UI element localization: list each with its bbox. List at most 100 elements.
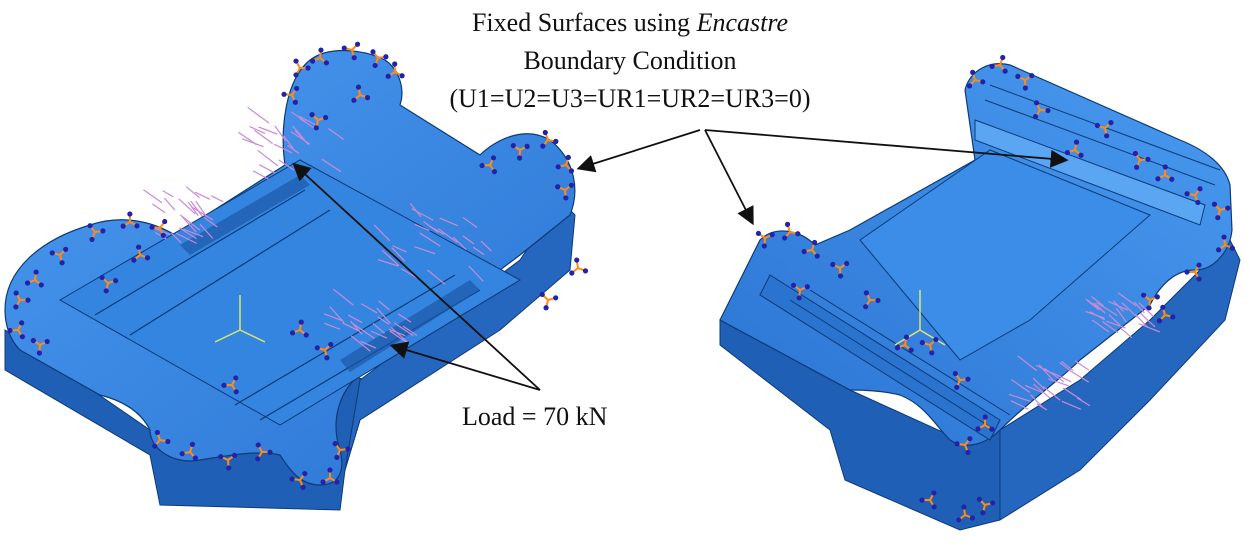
load-arrow-icon [462, 235, 475, 245]
load-arrow-icon [472, 246, 485, 256]
load-arrow-icon [249, 125, 266, 134]
load-arrow-icon [1011, 379, 1031, 394]
leader-load-lower [389, 341, 541, 391]
encastre-constraint-icon [919, 336, 939, 356]
load-arrow-icon [170, 232, 182, 244]
load-arrow-icon [372, 322, 385, 334]
load-arrow-icon [1048, 378, 1069, 387]
encastre-constraint-icon [1216, 234, 1235, 253]
encastre-constraint-icon [293, 58, 311, 78]
load-arrow-icon [185, 186, 200, 199]
load-arrow-icon [1135, 314, 1149, 329]
load-arrow-icon [414, 246, 436, 255]
encastre-constraint-icon [975, 414, 995, 432]
load-arrow-icon [1062, 387, 1082, 401]
load-arrow-icon [1043, 367, 1065, 383]
load-arrow-icon [427, 269, 446, 285]
encastre-constraint-icon [479, 155, 498, 175]
load-arrow-icon [1010, 400, 1029, 410]
load-arrow-icon [1085, 310, 1105, 319]
encastre-term: Encastre [696, 8, 789, 37]
load-arrows-icon [143, 106, 1161, 411]
load-arrow-icon [162, 190, 174, 198]
load-arrow-icon [191, 206, 214, 221]
encastre-constraint-icon [152, 429, 171, 449]
load-arrow-icon [439, 217, 459, 227]
load-arrow-icon [194, 191, 211, 200]
load-annotation: Load = 70 kN [462, 402, 608, 431]
load-arrow-icon [143, 189, 163, 204]
right-pad-rail-back [974, 119, 1206, 226]
load-arrow-icon [1138, 323, 1161, 333]
load-arrow-icon [182, 228, 204, 238]
encastre-constraint-icon [1184, 186, 1203, 206]
load-arrow-icon [1067, 368, 1090, 383]
leader-fixed-right-top [704, 129, 1069, 168]
encastre-constraint-icon [385, 61, 405, 79]
load-arrow-icon [257, 149, 279, 167]
load-arrow-icon [292, 125, 305, 141]
load-arrow-icon [1102, 321, 1119, 334]
encastre-constraint-icon [341, 41, 361, 61]
encastre-constraint-icon [131, 244, 151, 263]
load-arrow-icon [283, 135, 296, 151]
load-arrow-icon [1140, 313, 1156, 328]
encastre-constraint-icon [830, 260, 850, 279]
load-arrow-icon [462, 216, 478, 228]
right-pad-grooves [789, 84, 1221, 431]
load-arrow-icon [1117, 292, 1137, 307]
left-triad-icon [214, 295, 266, 343]
load-arrow-icon [480, 240, 492, 252]
load-arrow-icon [1120, 327, 1133, 339]
load-arrow-icon [190, 200, 203, 217]
encastre-constraint-icon [1141, 292, 1160, 311]
encastre-constraint-icon [281, 85, 300, 105]
encastre-constraint-icon [790, 282, 810, 301]
encastre-constraint-icon [120, 211, 140, 229]
encastre-constraint-icon [1015, 73, 1035, 91]
encastre-constraint-icon [218, 452, 238, 471]
load-arrow-icon [389, 330, 407, 343]
right-pad-model [719, 63, 1241, 531]
load-arrow-icon [414, 223, 430, 232]
load-arrow-icon [175, 232, 197, 244]
load-arrow-icon [1008, 393, 1031, 403]
encastre-constraint-icon [255, 442, 273, 462]
load-arrow-icon [238, 131, 257, 146]
left-pad-model [4, 50, 576, 511]
load-arrow-icon [409, 203, 422, 218]
encastre-constraint-icon [919, 490, 937, 510]
left-pad-ridge-shadow [180, 175, 480, 372]
encastre-constraint-icon [1211, 201, 1231, 221]
leader-load-upper [292, 162, 541, 391]
encastre-constraint-icon [956, 504, 976, 523]
load-arrow-icon [203, 216, 218, 228]
encastre-constraint-icon [966, 69, 986, 89]
load-arrow-icon [247, 106, 270, 124]
load-arrow-icon [1074, 360, 1090, 371]
load-arrow-icon [437, 228, 458, 243]
right-pad-front-wall [719, 319, 1001, 531]
encastre-constraint-icon [370, 49, 389, 69]
load-arrow-icon [1061, 400, 1082, 410]
load-arrow-icon [299, 118, 317, 130]
encastre-constraint-icon [309, 112, 329, 131]
load-arrow-icon [402, 325, 418, 336]
fixed-line-1: Fixed Surfaces using Encastre [471, 8, 789, 37]
encastre-constraint-icon [221, 375, 239, 395]
load-arrow-icon [154, 231, 167, 240]
left-pad-groove [94, 189, 481, 421]
load-arrow-icon [1133, 301, 1145, 314]
load-arrow-icon [187, 201, 199, 217]
load-arrow-icon [468, 265, 484, 282]
load-arrow-icon [352, 323, 375, 340]
load-arrow-icon [1121, 302, 1138, 318]
load-arrow-icon [1051, 371, 1072, 383]
load-arrow-icon [381, 249, 400, 267]
load-arrow-icon [1138, 302, 1154, 318]
load-arrow-icon [1093, 302, 1106, 314]
encastre-constraint-icon [24, 269, 44, 288]
encastre-constraint-icon [310, 47, 329, 66]
